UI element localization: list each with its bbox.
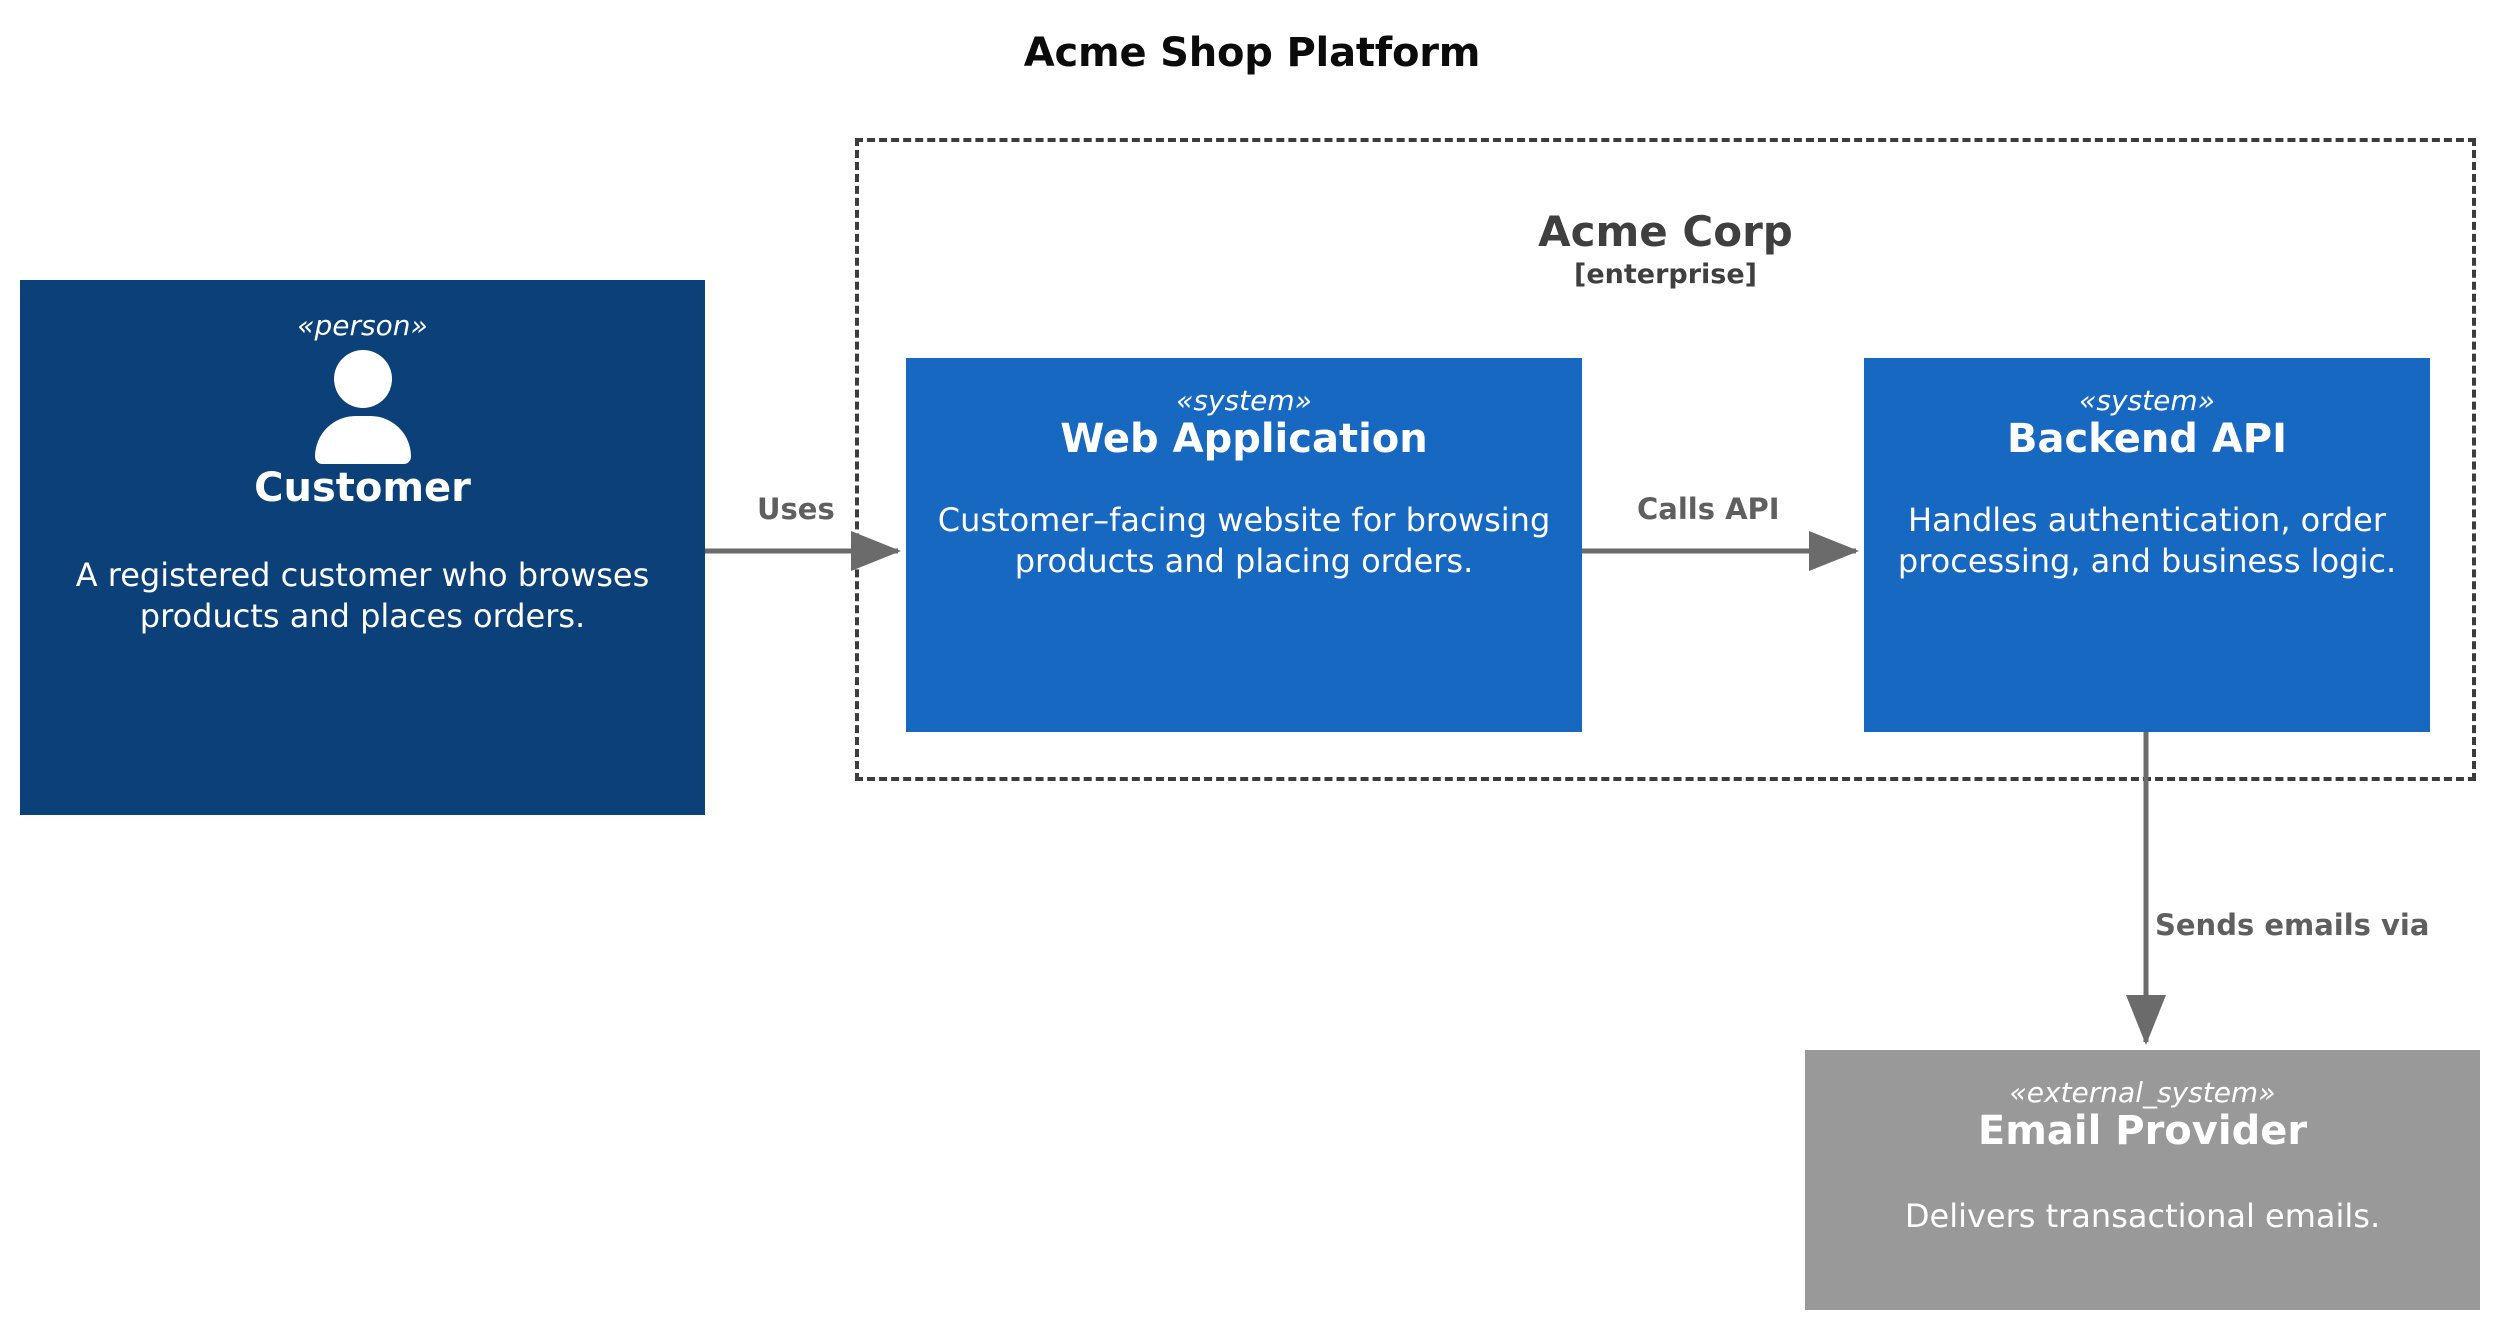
node-customer-name: Customer (254, 465, 471, 512)
person-icon (303, 350, 423, 465)
node-backend-api-stereotype: «system» (2079, 384, 2215, 417)
page-title: Acme Shop Platform (1023, 30, 1481, 76)
edge-label-uses: Uses (757, 492, 835, 526)
node-web-application-description: Customer–facing website for browsing pro… (937, 500, 1551, 580)
node-backend-api[interactable]: «system» Backend API Handles authenticat… (1864, 358, 2430, 732)
edge-label-calls-api: Calls API (1637, 492, 1780, 526)
node-email-provider-stereotype: «external_system» (2009, 1076, 2276, 1109)
node-web-application-name: Web Application (1060, 416, 1428, 463)
node-web-application[interactable]: «system» Web Application Customer–facing… (906, 358, 1582, 732)
node-customer[interactable]: «person» Customer A registered customer … (20, 280, 705, 815)
node-email-provider-description: Delivers transactional emails. (1904, 1196, 2381, 1235)
node-web-application-stereotype: «system» (1176, 384, 1312, 417)
edge-label-sends-emails-via: Sends emails via (2155, 908, 2430, 942)
person-icon-body (314, 416, 411, 465)
node-email-provider[interactable]: «external_system» Email Provider Deliver… (1805, 1050, 2480, 1310)
enterprise-boundary (855, 138, 2476, 781)
person-icon-head (333, 350, 392, 409)
node-customer-description: A registered customer who browses produc… (75, 555, 650, 635)
node-email-provider-name: Email Provider (1977, 1108, 2308, 1155)
node-customer-stereotype: «person» (297, 309, 428, 342)
node-backend-api-description: Handles authentication, order processing… (1897, 500, 2397, 580)
node-backend-api-name: Backend API (2006, 416, 2288, 463)
